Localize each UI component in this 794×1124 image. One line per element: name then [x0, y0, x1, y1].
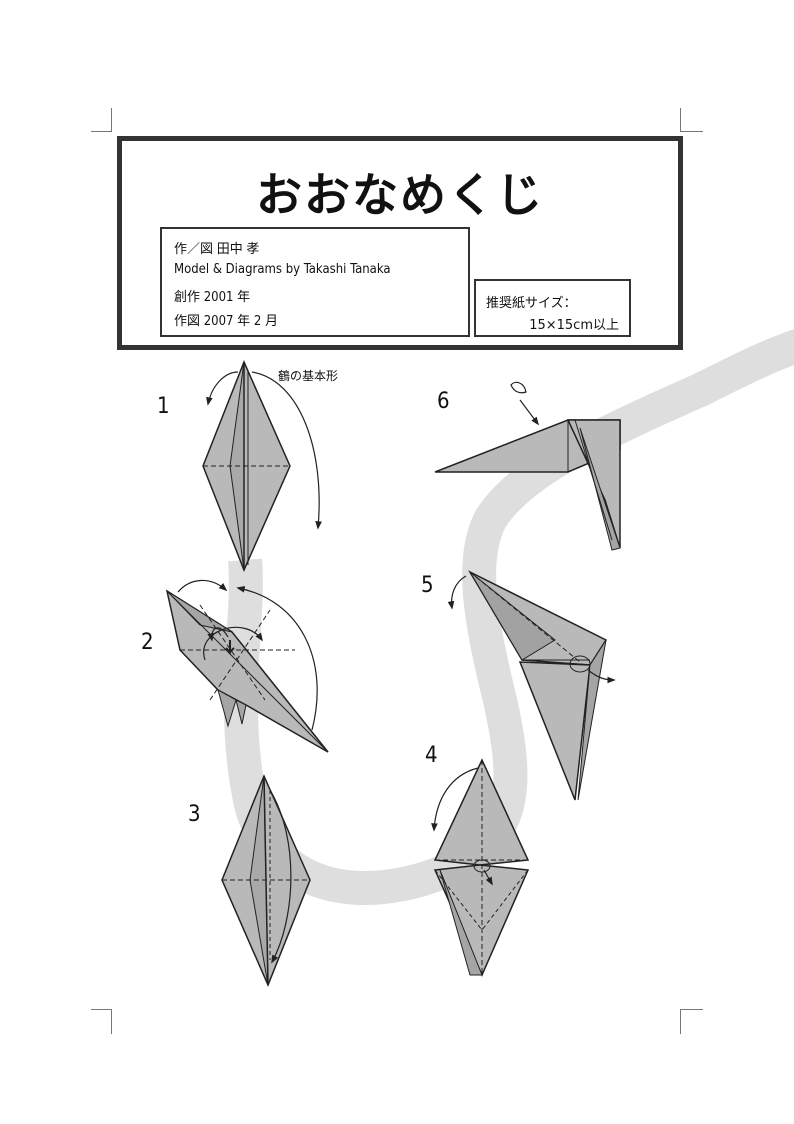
header-frame: おおなめくじ 作／図 田中 孝 Model & Diagrams by Taka…	[117, 136, 683, 350]
step-number-6: 6	[437, 389, 450, 414]
step-number-2: 2	[141, 630, 154, 655]
step2-diagram	[165, 579, 329, 753]
crane-base-label: 鶴の基本形	[278, 369, 339, 383]
paper-size-label: 推奨紙サイズ：	[486, 296, 577, 311]
credit-english: Model & Diagrams by Takashi Tanaka	[174, 262, 391, 277]
eye-view-icon	[510, 381, 527, 394]
paper-size-value: 15×15cm以上	[529, 318, 619, 333]
step-number-4: 4	[425, 743, 438, 768]
step-number-1: 1	[157, 394, 170, 419]
step4-diagram	[431, 758, 530, 977]
credits-box: 作／図 田中 孝 Model & Diagrams by Takashi Tan…	[160, 227, 470, 337]
paper-size-box: 推奨紙サイズ： 15×15cm以上	[474, 279, 631, 337]
step3-diagram	[221, 774, 311, 987]
path-band	[223, 329, 794, 905]
crop-mark-bottom-left	[91, 1009, 112, 1034]
step6-diagram	[434, 381, 621, 551]
step5-diagram	[447, 570, 616, 801]
credit-created: 創作 2001 年	[174, 290, 251, 305]
crop-mark-top-left	[91, 108, 112, 132]
document-title: おおなめくじ	[256, 168, 544, 222]
step1-diagram	[202, 360, 322, 572]
crop-mark-bottom-right	[680, 1009, 703, 1034]
step-number-5: 5	[421, 573, 434, 598]
step-number-3: 3	[188, 802, 201, 827]
credit-author: 作／図 田中 孝	[174, 242, 260, 257]
credit-diagrammed: 作図 2007 年 2 月	[174, 314, 279, 329]
crop-mark-top-right	[680, 108, 703, 132]
